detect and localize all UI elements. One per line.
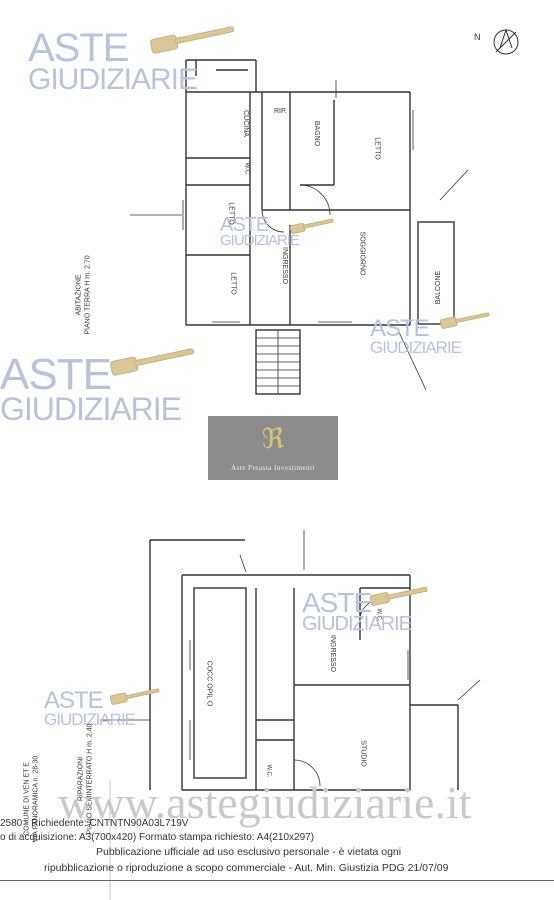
watermark-brand: ASTE GIUDIZIARIE [220, 214, 300, 249]
bottom-rule [0, 880, 554, 881]
footer-line4: ripubblicazione o riproduzione a scopo c… [44, 862, 449, 874]
compass-label: N [474, 32, 481, 42]
room-label-ingresso-lower: INGRESSO [328, 635, 336, 672]
watermark-brand: ASTE GIUDIZIARIE [0, 350, 182, 427]
upper-caption-line1: ABITAZIONE [75, 274, 83, 316]
address-caption: COMUNE DI VEN ET E VIA PANORAMICA n. 28-… [22, 756, 40, 843]
room-label-rip: RIP. [274, 108, 287, 115]
watermark-line2: GIUDIZIARIE [28, 63, 198, 96]
logo-emblem-icon: ℜ [261, 424, 285, 455]
watermark-line2: GIUDIZIARIE [44, 709, 136, 729]
watermark-line1: ASTE [28, 26, 129, 70]
footer-line2: o di acquisizione: A3(700x420) Formato s… [0, 832, 315, 843]
room-label-bagno: BAGNO [313, 120, 321, 147]
logo-text: Aste Preasta Investimenti [230, 464, 316, 472]
watermark-line1: ASTE [220, 214, 269, 236]
upper-plan-caption: ABITAZIONE PIANO TERRA H m. 2.70 [75, 255, 93, 334]
room-label-letto-bottom: LETTO [229, 272, 237, 295]
upper-caption-line2: PIANO TERRA H m. 2.70 [84, 255, 92, 335]
room-label-wc-top: W.C. [375, 608, 382, 622]
watermark-brand: ASTE GIUDIZIARIE [370, 315, 462, 357]
address-line2: VIA PANORAMICA n. 28-30 [32, 755, 40, 843]
watermark-line1: ASTE [370, 315, 430, 342]
watermark-brand: ASTE GIUDIZIARIE [44, 687, 136, 729]
url-watermark: www.astegiudiziarie.it [58, 777, 472, 828]
address-line1: COMUNE DI VEN ET E [23, 762, 31, 836]
room-label-deposito: COCC OPIL O [205, 660, 213, 707]
room-label-letto-right: LETTO [373, 137, 381, 160]
watermark-brand: ASTE GIUDIZIARIE [302, 587, 412, 636]
footer-line1: 2580 - Richiedente: CNTNTN90A03L719V [0, 818, 189, 829]
watermark-line2: GIUDIZIARIE [370, 337, 462, 357]
watermark-line1: ASTE [302, 587, 372, 618]
room-label-letto-mid: LETTO [227, 202, 235, 225]
watermark-line1: ASTE [44, 687, 104, 714]
watermark-line2: GIUDIZIARIE [302, 613, 412, 636]
room-label-soggiorno: SOGGIORNO [358, 231, 366, 276]
room-label-studio: STUDIO [359, 740, 367, 767]
room-label-ingresso: INGRESSO [280, 247, 288, 284]
watermark-line2: GIUDIZIARIE [220, 232, 300, 249]
room-label-cucina: CUCINA [241, 110, 249, 137]
room-label-wc: W.C. [243, 162, 250, 176]
watermark-line1: ASTE [0, 350, 112, 399]
brand-logo: ℜ Aste Preasta Investimenti [208, 416, 338, 480]
room-label-balcone: BALCONE [435, 270, 443, 305]
footer-line3: Pubblicazione ufficiale ad uso esclusivo… [96, 846, 402, 858]
watermark-brand: ASTE GIUDIZIARIE [28, 26, 198, 96]
watermark-line2: GIUDIZIARIE [0, 390, 182, 427]
